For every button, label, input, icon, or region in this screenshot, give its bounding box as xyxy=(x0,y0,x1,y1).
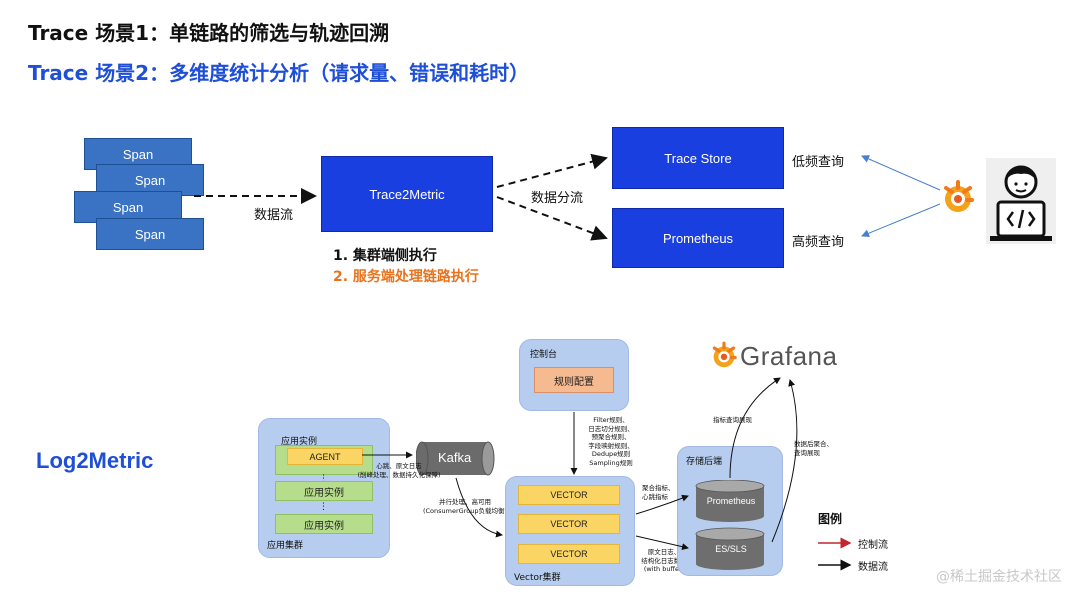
console-title: 控制台 xyxy=(530,350,558,360)
data-query-note-line: 数据后聚合、 xyxy=(794,440,833,448)
agent-note: 心跳、原文日志 (削峰处理、数据持久化保障) xyxy=(344,462,454,479)
span-box: Span xyxy=(96,218,204,250)
to-trace-store-arrow xyxy=(496,153,608,188)
prometheus-to-grafana-arrow xyxy=(729,377,781,479)
top-flow-arrows xyxy=(194,153,941,241)
vector-cluster-panel: VECTOR VECTOR VECTOR Vector集群 xyxy=(505,476,635,586)
storage-title: 存储后端 xyxy=(686,457,723,467)
storage-prometheus-label: Prometheus xyxy=(706,496,756,506)
kafka-to-vector-arrow xyxy=(455,477,503,538)
storage-cylinders xyxy=(695,480,765,570)
prometheus-box: Prometheus xyxy=(612,208,784,268)
kafka-note-line: (ConsumerGroup负载均衡) xyxy=(422,506,507,515)
grafana-icon xyxy=(944,180,974,212)
raw-note-line: (with buffer) xyxy=(643,565,685,573)
legend-data-flow-label: 数据流 xyxy=(858,562,888,573)
data-flow-label: 数据流 xyxy=(254,208,294,223)
watermark: @稀土掘金技术社区 xyxy=(936,569,1062,585)
trace2metric-box: Trace2Metric xyxy=(321,156,493,232)
vector-to-prometheus-arrow xyxy=(635,494,689,515)
kafka-cylinder xyxy=(416,441,495,476)
agent-box: AGENT xyxy=(287,448,363,465)
rules-note-line: 日志切分规则、 xyxy=(588,424,634,433)
grafana-logo-icon xyxy=(712,341,737,368)
console-panel: 控制台 规则配置 xyxy=(519,339,629,411)
kafka-label: Kafka xyxy=(438,450,472,465)
rules-note-line: Filter规则、 xyxy=(593,416,629,424)
data-query-note: 数据后聚合、 查询展现 xyxy=(794,440,833,457)
vector-node: VECTOR xyxy=(518,514,620,534)
rule-config-box: 规则配置 xyxy=(534,367,614,393)
raw-note: 原文日志、 结构化日志数据 (with buffer) xyxy=(634,548,694,574)
rules-note: Filter规则、 日志切分规则、 预聚合规则、 字段映射规则、 Dedupe规… xyxy=(556,416,666,467)
agg-note: 聚合指标、 心跳指标 xyxy=(642,484,675,501)
app-instance-2: 应用实例 xyxy=(275,481,373,501)
title-scene-2: Trace 场景2：多维度统计分析（请求量、错误和耗时） xyxy=(28,61,530,85)
trace-store-box: Trace Store xyxy=(612,127,784,189)
agent-note-line: 心跳、原文日志 xyxy=(376,462,422,470)
log2metric-title: Log2Metric xyxy=(36,448,154,473)
developer-icon xyxy=(990,165,1052,241)
data-query-note-line: 查询展现 xyxy=(794,448,820,457)
step-1-label: 1. 集群端侧执行 xyxy=(333,248,437,264)
vector-node: VECTOR xyxy=(518,485,620,505)
ellipsis-1: ⋮ xyxy=(319,474,328,484)
rules-note-line: 预聚合规则、 xyxy=(591,433,631,441)
step-2-label: 2. 服务端处理链路执行 xyxy=(333,269,479,285)
vector-node: VECTOR xyxy=(518,544,620,564)
app-instance-label: 应用实例 xyxy=(281,437,318,447)
storage-es-sls-label: ES/SLS xyxy=(715,544,747,554)
rules-note-line: 字段映射规则、 xyxy=(588,441,634,450)
app-cluster-title: 应用集群 xyxy=(267,541,304,551)
es-to-grafana-arrow xyxy=(771,379,798,543)
grafana-logo-text: Grafana xyxy=(740,341,838,371)
legend-control-flow-label: 控制流 xyxy=(858,540,888,551)
rules-note-line: Sampling规则 xyxy=(589,458,633,467)
app-cluster-panel: 应用实例 AGENT ⋮ 应用实例 ⋮ 应用实例 应用集群 xyxy=(258,418,390,558)
agent-note-line: (削峰处理、数据持久化保障) xyxy=(357,470,441,479)
high-query-arrow xyxy=(861,203,941,238)
agg-note-line: 心跳指标 xyxy=(642,492,668,501)
vector-to-es-arrow xyxy=(635,535,689,551)
agg-note-line: 聚合指标、 xyxy=(642,484,675,492)
low-query-arrow xyxy=(861,155,941,191)
rules-note-line: Dedupe规则 xyxy=(591,450,631,458)
app-instance-3: 应用实例 xyxy=(275,514,373,534)
metric-query-note: 指标查询展现 xyxy=(713,416,752,424)
bottom-flow-arrows xyxy=(362,377,852,571)
vector-cluster-title: Vector集群 xyxy=(514,573,561,583)
title-scene-1: Trace 场景1：单链路的筛选与轨迹回溯 xyxy=(28,21,390,45)
data-split-label: 数据分流 xyxy=(531,191,584,206)
high-frequency-query-label: 高频查询 xyxy=(792,235,845,250)
developer-icon-frame xyxy=(986,158,1056,244)
ellipsis-2: ⋮ xyxy=(319,502,328,512)
span-box: Span xyxy=(96,164,204,196)
raw-note-line: 原文日志、 xyxy=(647,548,681,556)
legend-title: 图例 xyxy=(818,512,843,526)
low-frequency-query-label: 低频查询 xyxy=(792,155,845,170)
raw-note-line: 结构化日志数据 xyxy=(641,556,687,565)
to-prometheus-arrow xyxy=(496,196,608,241)
